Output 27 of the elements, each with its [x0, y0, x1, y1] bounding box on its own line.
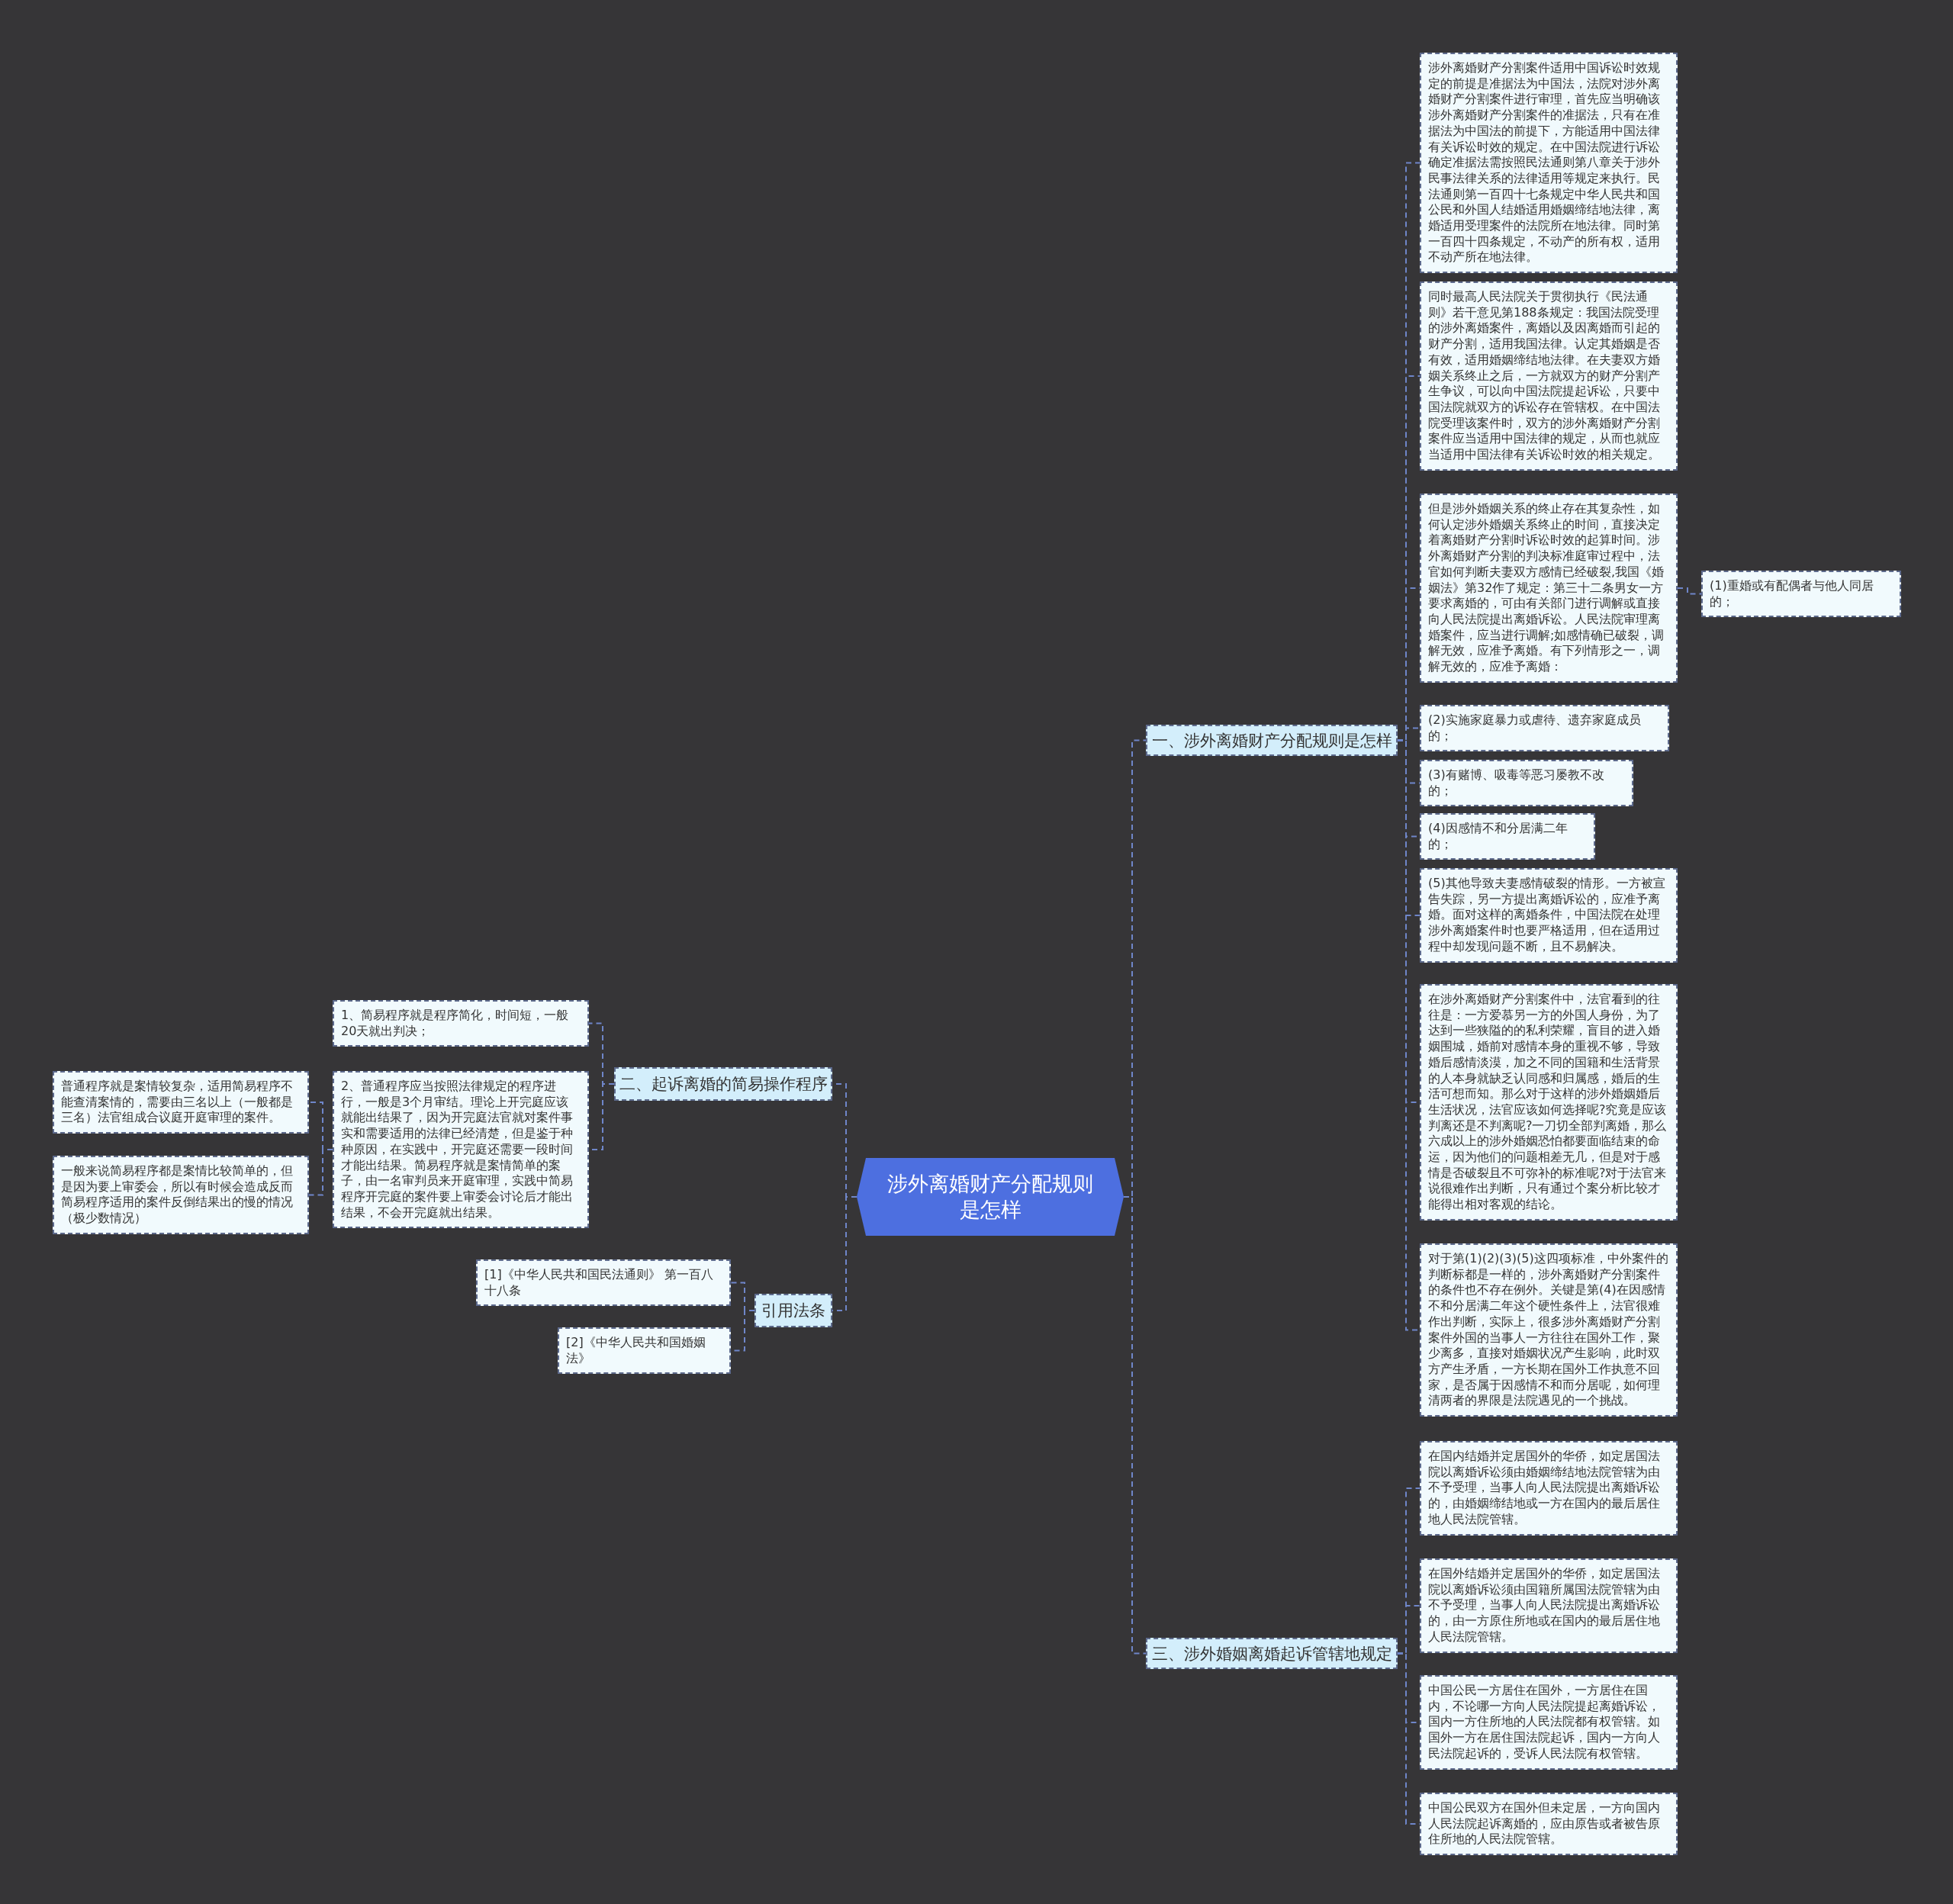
- connector-line: [1677, 587, 1702, 595]
- note-box: 中国公民双方在国外但未定居，一方向国内人民法院起诉离婚的，应由原告或者被告原住所地的人民法院管辖。: [1420, 1793, 1678, 1856]
- note-box: (3)有赌博、吸毒等恶习屡教不改的；: [1420, 760, 1633, 807]
- note-box: 在国外结婚并定居国外的华侨，如定居国法院以离婚诉讼须由国籍所属国法院管辖为由不予受理，当事人向人民法院提出离婚诉讼的，由一方原住所地或在国内的最后居住地人民法院管辖。: [1420, 1558, 1678, 1653]
- note-box: 普通程序就是案情较复杂，适用简易程序不能查清案情的，需要由三名以上（一般都是三名）法官组成合议庭开庭审理的案件。: [53, 1071, 309, 1134]
- note-box: 中国公民一方居住在国外，一方居住在国内，不论哪一方向人民法院提起离婚诉讼，国内一方住所地的人民法院都有权管辖。如国外一方在居住国法院起诉，国内一方向人民法院起诉的，受诉人民法院有权管辖。: [1420, 1675, 1678, 1770]
- note-box: [1]《中华人民共和国民法通则》 第一百八十八条: [476, 1259, 731, 1307]
- topic-box: 二、起诉离婚的简易操作程序: [614, 1067, 832, 1101]
- note-box: 对于第(1)(2)(3)(5)这四项标准，中外案件的判断标都是一样的，涉外离婚财产分割案件的条件也不存在例外。关键是第(4)在因感情不和分居满二年这个硬性条件上，法官很难作出判断，实际上，很多涉外离婚财产分割案件外国的当事人一方往往在国外工作，聚少离多，直接对婚姻状况产生影响，此时双方产生矛盾，一方长期在国外工作执意不回家，是否属于因感情不和而分居呢，如何理清两者的界限是法院遇见的一个挑战。: [1420, 1243, 1678, 1417]
- topic-box: 引用法条: [754, 1294, 832, 1327]
- note-box: 但是涉外婚姻关系的终止存在其复杂性，如何认定涉外婚姻关系终止的时间，直接决定着离婚财产分割时诉讼时效的起算时间。涉外离婚财产分割的判决标准庭审过程中，法官如何判断夫妻双方感情已经破裂,我国《婚姻法》第32作了规定：第三十二条男女一方要求离婚的，可由有关部门进行调解或直接向人民法院提出离婚诉讼。人民法院审理离婚案件，应当进行调解;如感情确已破裂，调解无效，应准予离婚。有下列情形之一，调解无效的，应准予离婚：: [1420, 494, 1678, 683]
- note-box: 2、普通程序应当按照法律规定的程序进行，一般是3个月审结。理论上开完庭应该就能出结果了，因为开完庭法官就对案件事实和需要适用的法律已经清楚，但是鉴于种种原因，在实践中，开完庭还需要一段时间才能出结果。简易程序就是案情简单的案子，由一名审判员来开庭审理，实践中简易程序开完庭的案件要上审委会讨论后才能出结果，不会开完庭就出结果。: [333, 1071, 589, 1229]
- connector-line: [308, 1149, 333, 1196]
- note-box: (4)因感情不和分居满二年的；: [1420, 813, 1595, 860]
- note-box: 1、简易程序就是程序简化，时间短，一般20天就出判决；: [333, 1000, 589, 1047]
- topic-box: 一、涉外离婚财产分配规则是怎样: [1146, 725, 1398, 756]
- note-box: 同时最高人民法院关于贯彻执行《民法通则》若干意见第188条规定：我国法院受理的涉外离婚案件，离婚以及因离婚而引起的财产分割，适用我国法律。认定其婚姻是否有效，适用婚姻缔结地法律。在夫妻双方婚姻关系终止之后，一方就双方的财产分割产生争议，可以向中国法院提起诉讼，只要中国法院就双方的诉讼存在管辖权。在中国法院受理该案件时，双方的涉外离婚财产分割案件应当适用中国法律的规定，从而也就应当适用中国法律有关诉讼时效的相关规定。: [1420, 281, 1678, 471]
- note-box: 在国内结婚并定居国外的华侨，如定居国法院以离婚诉讼须由婚姻缔结地法院管辖为由不予受理，当事人向人民法院提出离婚诉讼的，由婚姻缔结地或一方在国内的最后居住地人民法院管辖。: [1420, 1441, 1678, 1536]
- note-box: (1)重婚或有配偶者与他人同居的；: [1701, 571, 1901, 618]
- topic-box: 三、涉外婚姻离婚起诉管辖地规定: [1146, 1638, 1398, 1669]
- note-box: 在涉外离婚财产分割案件中，法官看到的往往是：一方爱慕另一方的外国人身份，为了达到一些狭隘的的私利荣耀，盲目的进入婚姻围城，婚前对感情本身的重视不够，导致婚后感情淡漠，加之不同的国籍和生活背景的人本身就缺乏认同感和归属感，婚后的生活可想而知。那么对于这样的涉外婚姻婚后生活状况，法官应该如何选择呢?究竟是应该判离还是不判离呢?一刀切全部判离婚，那么六成以上的涉外婚姻恐怕都要面临结束的命运，因为他们的问题相差无几，但是对于感情是否破裂且不可弥补的标准呢?对于法官来说很难作出判断，只有通过个案分析比较才能得出相对客观的结论。: [1420, 984, 1678, 1221]
- note-box: (2)实施家庭暴力或虐待、遗弃家庭成员的；: [1420, 705, 1669, 752]
- note-box: 一般来说简易程序都是案情比较简单的，但是因为要上审委会，所以有时候会造成反而简易程序适用的案件反倒结果出的慢的情况（极少数情况）: [53, 1156, 309, 1234]
- central-topic: 涉外离婚财产分配规则是怎样: [857, 1158, 1124, 1236]
- note-box: [2]《中华人民共和国婚姻法》: [558, 1327, 731, 1375]
- note-box: (5)其他导致夫妻感情破裂的情形。一方被宣告失踪，另一方提出离婚诉讼的，应准予离婚。面对这样的离婚条件，中国法院在处理涉外离婚案件时也要严格适用，但在适用过程中却发现问题不断，且不易解决。: [1420, 868, 1678, 963]
- note-box: 涉外离婚财产分割案件适用中国诉讼时效规定的前提是准据法为中国法，法院对涉外离婚财产分割案件进行审理，首先应当明确该涉外离婚财产分割案件的准据法，只有在准据法为中国法的前提下，方能适用中国法律有关诉讼时效的规定。在中国法院进行诉讼确定准据法需按照民法通则第八章关于涉外民事法律关系的法律适用等规定来执行。民法通则第一百四十七条规定中华人民共和国公民和外国人结婚适用婚姻缔结地法律，离婚适用受理案件的法院所在地法律。同时第一百四十四条规定，不动产的所有权，适用不动产所在地法律。: [1420, 53, 1678, 274]
